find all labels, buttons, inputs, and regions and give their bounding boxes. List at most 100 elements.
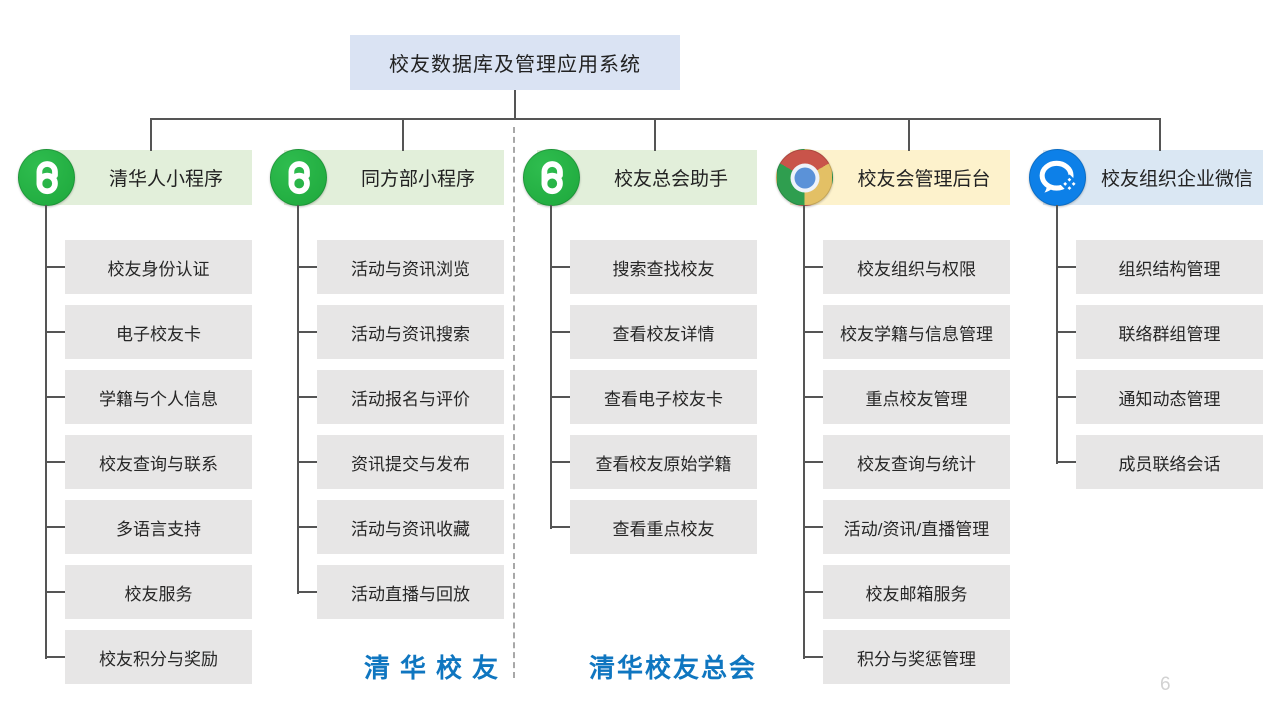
footer-label-alumni-association: 清华校友总会 [588, 653, 758, 683]
root-node: 校友数据库及管理应用系统 [350, 35, 680, 90]
feature-label: 校友邮箱服务 [865, 584, 968, 604]
feature-node: 活动/资讯/直播管理 [804, 500, 1010, 554]
feature-label: 学籍与个人信息 [99, 389, 218, 409]
feature-node: 搜索查找校友 [551, 240, 757, 294]
feature-label: 电子校友卡 [116, 324, 201, 344]
feature-node: 多语言支持 [46, 500, 252, 554]
root-connector-drop [514, 90, 516, 119]
connector-drop [908, 118, 910, 151]
branch-items: 活动与资讯浏览活动与资讯搜索活动报名与评价资讯提交与发布活动与资讯收藏活动直播与… [298, 240, 504, 630]
feature-node: 资讯提交与发布 [298, 435, 504, 489]
feature-label: 查看电子校友卡 [604, 389, 723, 409]
branch-connector-line [803, 205, 805, 659]
feature-node: 电子校友卡 [46, 305, 252, 359]
wechat-work-icon [1029, 149, 1086, 206]
feature-node: 组织结构管理 [1057, 240, 1263, 294]
branch-1: 清华人小程序校友身份认证电子校友卡学籍与个人信息校友查询与联系多语言支持校友服务… [18, 149, 252, 684]
branch-header: 校友会管理后台 [776, 149, 1010, 206]
connector-drop [1159, 118, 1161, 151]
root-node-title: 校友数据库及管理应用系统 [389, 54, 641, 76]
footer-label-tsinghua-alumni: 清华校友 [363, 653, 509, 683]
feature-label: 校友查询与联系 [99, 454, 218, 474]
feature-node: 查看校友详情 [551, 305, 757, 359]
feature-node: 活动报名与评价 [298, 370, 504, 424]
dashed-divider [513, 127, 515, 678]
branch-header: 校友组织企业微信 [1029, 149, 1263, 206]
feature-node: 查看校友原始学籍 [551, 435, 757, 489]
branch-items: 搜索查找校友查看校友详情查看电子校友卡查看校友原始学籍查看重点校友 [551, 240, 757, 565]
feature-label: 通知动态管理 [1118, 389, 1221, 409]
feature-label: 校友积分与奖励 [99, 649, 218, 669]
branch-3: 校友总会助手搜索查找校友查看校友详情查看电子校友卡查看校友原始学籍查看重点校友 [523, 149, 757, 554]
feature-label: 校友查询与统计 [857, 454, 976, 474]
feature-node: 查看重点校友 [551, 500, 757, 554]
branch-connector-line [45, 205, 47, 659]
feature-node: 校友服务 [46, 565, 252, 619]
branch-connector-line [1056, 205, 1058, 464]
feature-label: 查看校友详情 [612, 324, 715, 344]
chrome-icon [776, 149, 833, 206]
feature-label: 活动与资讯搜索 [351, 324, 470, 344]
feature-label: 成员联络会话 [1118, 454, 1221, 474]
branch-title: 校友总会助手 [613, 169, 728, 190]
feature-node: 活动与资讯浏览 [298, 240, 504, 294]
branch-title: 清华人小程序 [108, 169, 223, 190]
feature-node: 查看电子校友卡 [551, 370, 757, 424]
feature-label: 校友服务 [124, 584, 193, 604]
feature-label: 组织结构管理 [1118, 259, 1221, 279]
miniprogram-icon [18, 149, 75, 206]
feature-label: 积分与奖惩管理 [857, 649, 976, 669]
feature-node: 活动直播与回放 [298, 565, 504, 619]
branch-items: 组织结构管理联络群组管理通知动态管理成员联络会话 [1057, 240, 1263, 500]
feature-label: 活动报名与评价 [351, 389, 470, 409]
feature-node: 活动与资讯收藏 [298, 500, 504, 554]
branch-header: 同方部小程序 [270, 149, 504, 206]
feature-node: 活动与资讯搜索 [298, 305, 504, 359]
branch-title: 校友组织企业微信 [1100, 169, 1253, 190]
feature-label: 查看重点校友 [612, 519, 715, 539]
branch-items: 校友组织与权限校友学籍与信息管理重点校友管理校友查询与统计活动/资讯/直播管理校… [804, 240, 1010, 695]
branch-2: 同方部小程序活动与资讯浏览活动与资讯搜索活动报名与评价资讯提交与发布活动与资讯收… [270, 149, 504, 619]
feature-node: 校友组织与权限 [804, 240, 1010, 294]
feature-label: 校友组织与权限 [857, 259, 976, 279]
branch-4: 校友会管理后台校友组织与权限校友学籍与信息管理重点校友管理校友查询与统计活动/资… [776, 149, 1010, 684]
branch-header: 校友总会助手 [523, 149, 757, 206]
feature-label: 校友身份认证 [107, 259, 210, 279]
connector-drop [402, 118, 404, 151]
feature-node: 校友查询与统计 [804, 435, 1010, 489]
feature-label: 活动与资讯收藏 [351, 519, 470, 539]
branch-connector-line [550, 205, 552, 529]
feature-node: 联络群组管理 [1057, 305, 1263, 359]
feature-label: 联络群组管理 [1118, 324, 1221, 344]
feature-node: 校友积分与奖励 [46, 630, 252, 684]
feature-node: 校友身份认证 [46, 240, 252, 294]
feature-label: 活动/资讯/直播管理 [843, 519, 990, 539]
feature-node: 成员联络会话 [1057, 435, 1263, 489]
branch-items: 校友身份认证电子校友卡学籍与个人信息校友查询与联系多语言支持校友服务校友积分与奖… [46, 240, 252, 695]
feature-label: 搜索查找校友 [612, 259, 715, 279]
feature-node: 学籍与个人信息 [46, 370, 252, 424]
miniprogram-icon [270, 149, 327, 206]
feature-label: 查看校友原始学籍 [595, 454, 732, 474]
feature-node: 通知动态管理 [1057, 370, 1263, 424]
miniprogram-icon [523, 149, 580, 206]
branch-5: 校友组织企业微信组织结构管理联络群组管理通知动态管理成员联络会话 [1029, 149, 1263, 489]
page-number: 6 [1160, 674, 1171, 695]
feature-label: 多语言支持 [116, 519, 201, 539]
connector-drop [654, 118, 656, 151]
connector-drop [150, 118, 152, 151]
feature-label: 重点校友管理 [865, 389, 968, 409]
feature-node: 校友邮箱服务 [804, 565, 1010, 619]
feature-node: 校友学籍与信息管理 [804, 305, 1010, 359]
feature-label: 活动直播与回放 [351, 584, 470, 604]
feature-node: 重点校友管理 [804, 370, 1010, 424]
branch-header: 清华人小程序 [18, 149, 252, 206]
feature-node: 积分与奖惩管理 [804, 630, 1010, 684]
branch-connector-line [297, 205, 299, 594]
feature-node: 校友查询与联系 [46, 435, 252, 489]
feature-label: 资讯提交与发布 [351, 454, 470, 474]
feature-label: 活动与资讯浏览 [351, 259, 470, 279]
feature-label: 校友学籍与信息管理 [840, 324, 993, 344]
branch-title: 校友会管理后台 [857, 169, 991, 190]
